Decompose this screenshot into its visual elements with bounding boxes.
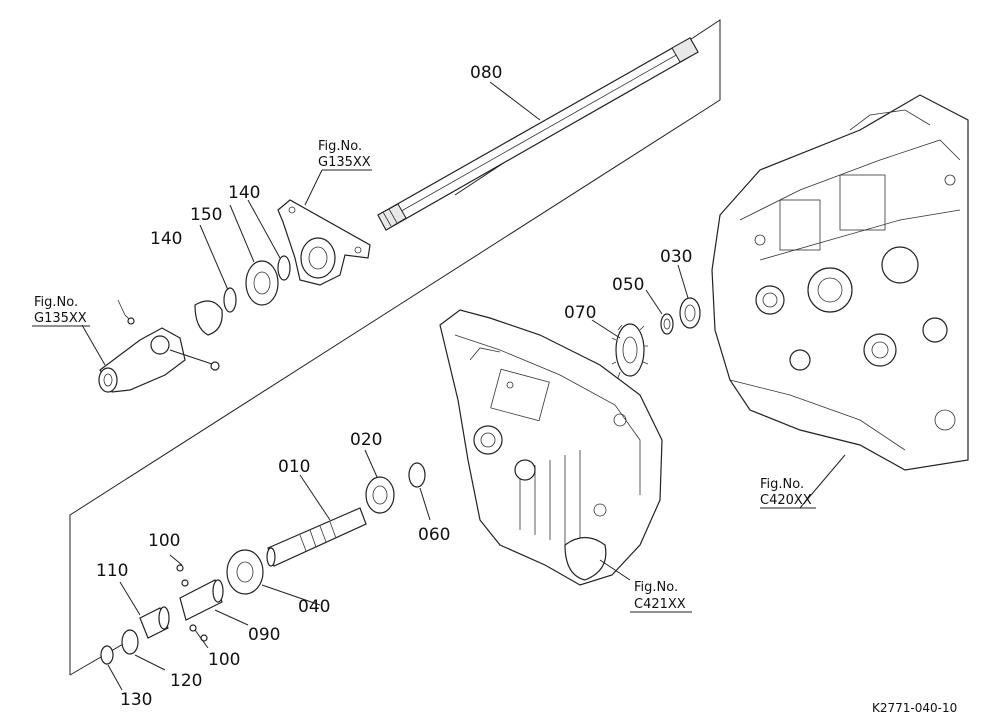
bearing-040 xyxy=(226,549,264,595)
label-130: 130 xyxy=(120,690,152,710)
ref-top-label: Fig.No. xyxy=(318,139,362,154)
label-050: 050 xyxy=(612,275,644,295)
label-140-lower: 140 xyxy=(150,229,182,249)
ref-left-label: Fig.No. xyxy=(34,295,78,310)
coupling-090 xyxy=(176,564,224,642)
gear-070 xyxy=(611,323,649,379)
part-labels: 080 140 150 140 070 050 030 010 020 060 … xyxy=(96,63,692,710)
washer-050 xyxy=(660,313,674,335)
label-090: 090 xyxy=(248,625,280,645)
label-150: 150 xyxy=(190,205,222,225)
shaft-080 xyxy=(377,37,699,231)
ref-mid-label: Fig.No. xyxy=(634,580,678,595)
bearing-assembly-left xyxy=(194,255,291,336)
ref-mid-code: C421XX xyxy=(634,597,686,612)
label-060: 060 xyxy=(418,525,450,545)
ref-right-label: Fig.No. xyxy=(760,477,804,492)
ref-top-code: G135XX xyxy=(318,155,371,170)
label-030: 030 xyxy=(660,247,692,267)
collar-110 xyxy=(139,606,170,639)
diagram-code: K2771-040-10 xyxy=(872,701,957,715)
label-120: 120 xyxy=(170,671,202,691)
label-110: 110 xyxy=(96,561,128,581)
transmission-case-right xyxy=(711,94,969,471)
label-020: 020 xyxy=(350,430,382,450)
bearing-030 xyxy=(679,297,701,329)
shaft-010 xyxy=(266,507,367,567)
label-140-upper: 140 xyxy=(228,183,260,203)
ring-120 xyxy=(121,629,139,655)
bearing-020 xyxy=(365,476,395,514)
figure-references: Fig.No. G135XX Fig.No. G135XX Fig.No. C4… xyxy=(32,139,812,612)
label-100-lower: 100 xyxy=(208,650,240,670)
gear-case-middle xyxy=(439,309,663,586)
label-040: 040 xyxy=(298,597,330,617)
ref-right-code: C420XX xyxy=(760,493,812,508)
ring-130 xyxy=(100,645,114,665)
label-070: 070 xyxy=(564,303,596,323)
label-010: 010 xyxy=(278,457,310,477)
leader-lines xyxy=(81,81,846,691)
label-080: 080 xyxy=(470,63,502,83)
support-bracket xyxy=(277,199,371,286)
ref-left-code: G135XX xyxy=(34,311,87,326)
circlip-060 xyxy=(408,462,426,488)
universal-joint xyxy=(98,299,220,393)
label-100-upper: 100 xyxy=(148,531,180,551)
